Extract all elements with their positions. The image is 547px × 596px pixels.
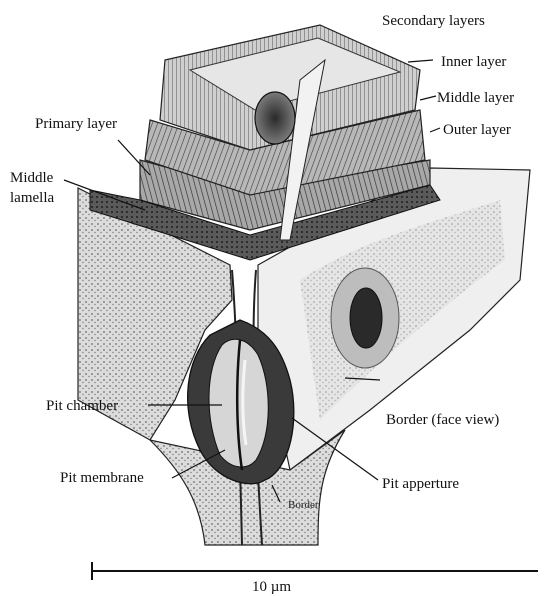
label-secondary-layers: Secondary layers — [382, 13, 485, 29]
label-border: Border — [288, 499, 319, 511]
label-middle-lamella-2: lamella — [10, 190, 54, 206]
label-pit-membrane: Pit membrane — [60, 470, 144, 486]
pit-on-block — [255, 92, 295, 144]
label-pit-apperture: Pit apperture — [382, 476, 459, 492]
label-pit-chamber: Pit chamber — [46, 398, 118, 414]
label-outer-layer: Outer layer — [443, 122, 511, 138]
label-border-face-view: Border (face view) — [386, 412, 499, 428]
scale-bar-label: 10 µm — [252, 579, 291, 595]
label-inner-layer: Inner layer — [441, 54, 506, 70]
label-middle-layer: Middle layer — [437, 90, 514, 106]
scale-bar: 10 µm — [92, 562, 538, 595]
label-middle-lamella-1: Middle — [10, 170, 54, 186]
label-primary-layer: Primary layer — [35, 116, 117, 132]
